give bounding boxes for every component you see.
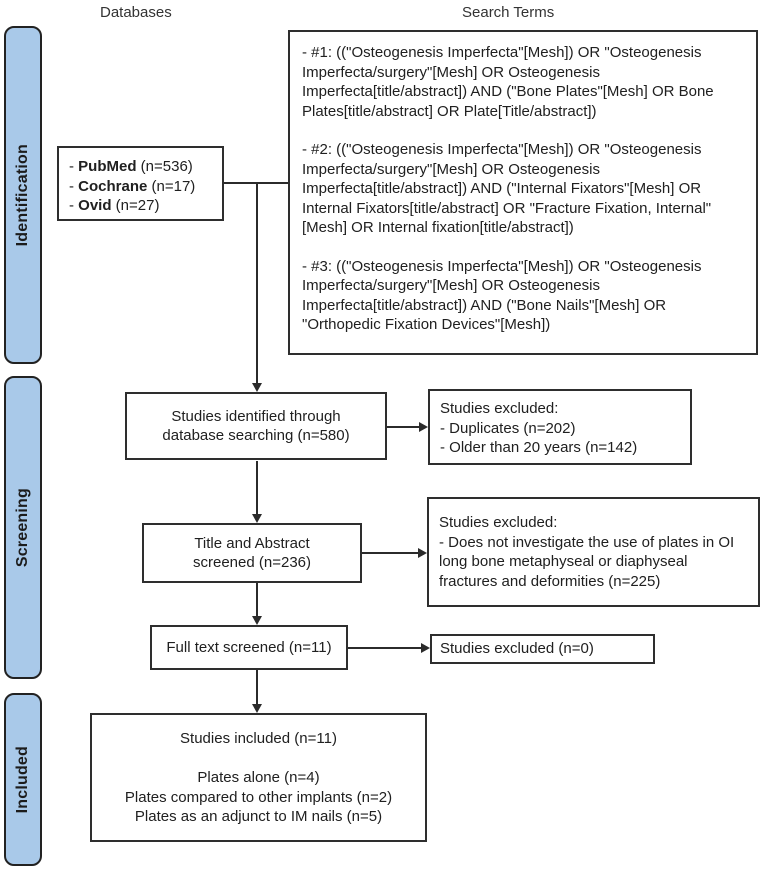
excluded-duplicates-box: Studies excluded: - Duplicates (n=202) -… <box>428 389 692 465</box>
stage-screening-label: Screening <box>14 487 31 568</box>
connector-fulltext-to-excluded3 <box>348 647 421 649</box>
excluded-fulltext-label: Studies excluded (n=0) <box>440 640 594 658</box>
dash: - <box>69 158 79 175</box>
dash: - <box>69 177 79 195</box>
search-terms-header: Search Terms <box>462 4 555 21</box>
connector-identified-to-excluded1 <box>387 426 419 428</box>
search-terms-box: - #1: (("Osteogenesis Imperfecta"[Mesh])… <box>288 30 758 355</box>
studies-included-box: Studies included (n=11) Plates alone (n=… <box>90 713 427 842</box>
stage-identification: Identification <box>4 26 42 364</box>
title-abstract-line1: Title and Abstract <box>194 534 310 552</box>
arrowhead-down-icon <box>252 514 262 523</box>
databases-box: - PubMed (n=536) - Cochrane (n=17) - Ovi… <box>57 146 224 221</box>
stage-identification-label: Identification <box>14 143 31 247</box>
database-item-pubmed: - PubMed (n=536) <box>69 157 212 177</box>
database-item-ovid: - Ovid (n=27) <box>69 196 212 216</box>
excluded-title: Studies excluded: <box>440 400 559 417</box>
connector-down-to-identified <box>256 183 258 384</box>
title-abstract-line2: screened (n=236) <box>193 554 311 571</box>
database-name: Ovid <box>78 197 112 214</box>
arrowhead-right-icon <box>419 422 428 432</box>
excluded-reason: - Does not investigate the use of plates… <box>439 533 735 590</box>
database-name: Cochrane <box>78 177 148 195</box>
full-text-box: Full text screened (n=11) <box>150 625 348 670</box>
database-name: PubMed <box>78 158 137 175</box>
studies-identified-line2: database searching (n=580) <box>162 427 350 444</box>
dash: - <box>69 197 79 214</box>
studies-identified-line1: Studies identified through <box>171 407 341 425</box>
database-item-cochrane: - Cochrane (n=17) <box>69 177 212 197</box>
excluded-title: Studies excluded: <box>439 514 558 531</box>
databases-header: Databases <box>100 4 172 21</box>
database-count: (n=536) <box>136 158 193 175</box>
stage-included-label: Included <box>14 745 31 814</box>
connector-titleabstract-to-excluded2 <box>362 552 418 554</box>
stage-included: Included <box>4 693 42 866</box>
database-count: (n=27) <box>111 197 160 214</box>
excluded-item: - Older than 20 years (n=142) <box>440 439 638 456</box>
database-count: (n=17) <box>147 177 196 195</box>
stage-screening: Screening <box>4 376 42 679</box>
arrowhead-right-icon <box>418 548 427 558</box>
studies-identified-box: Studies identified through database sear… <box>125 392 387 460</box>
excluded-item: - Duplicates (n=202) <box>440 419 576 437</box>
connector-titleabstract-to-fulltext <box>256 583 258 616</box>
excluded-not-relevant-box: Studies excluded: - Does not investigate… <box>427 497 760 607</box>
included-title: Studies included (n=11) <box>180 729 337 747</box>
full-text-label: Full text screened (n=11) <box>166 638 332 656</box>
included-item: Plates alone (n=4) <box>197 769 320 786</box>
included-item: Plates as an adjunct to IM nails (n=5) <box>134 808 383 825</box>
excluded-fulltext-box: Studies excluded (n=0) <box>430 634 655 664</box>
search-query-1: - #1: (("Osteogenesis Imperfecta"[Mesh])… <box>302 44 714 120</box>
included-item: Plates compared to other implants (n=2) <box>124 788 393 806</box>
connector-fulltext-to-included <box>256 670 258 704</box>
arrowhead-right-icon <box>421 643 430 653</box>
connector-identified-to-titleabstract <box>256 461 258 514</box>
arrowhead-down-icon <box>252 616 262 625</box>
search-query-3: - #3: (("Osteogenesis Imperfecta"[Mesh])… <box>302 257 702 334</box>
title-abstract-box: Title and Abstract screened (n=236) <box>142 523 362 583</box>
arrowhead-down-icon <box>252 704 262 713</box>
search-query-2: - #2: (("Osteogenesis Imperfecta"[Mesh])… <box>302 141 712 236</box>
arrowhead-down-icon <box>252 383 262 392</box>
